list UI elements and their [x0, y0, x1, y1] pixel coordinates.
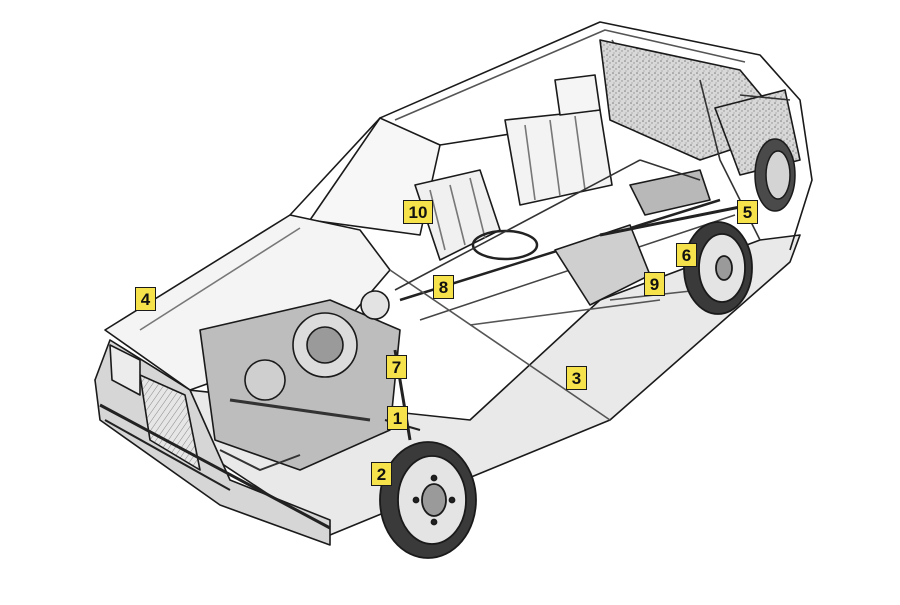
- callout-4: 4: [135, 287, 156, 311]
- rear-right-wheel: [754, 138, 796, 212]
- callout-8: 8: [433, 275, 454, 299]
- callout-6: 6: [676, 243, 697, 267]
- front-wheel: [379, 441, 477, 559]
- callout-10: 10: [403, 200, 433, 224]
- callout-1: 1: [387, 406, 408, 430]
- callout-5: 5: [737, 200, 758, 224]
- callout-9: 9: [644, 272, 665, 296]
- callout-2: 2: [371, 462, 392, 486]
- callout-3: 3: [566, 366, 587, 390]
- rear-wheel: [683, 221, 753, 315]
- callout-7: 7: [386, 355, 407, 379]
